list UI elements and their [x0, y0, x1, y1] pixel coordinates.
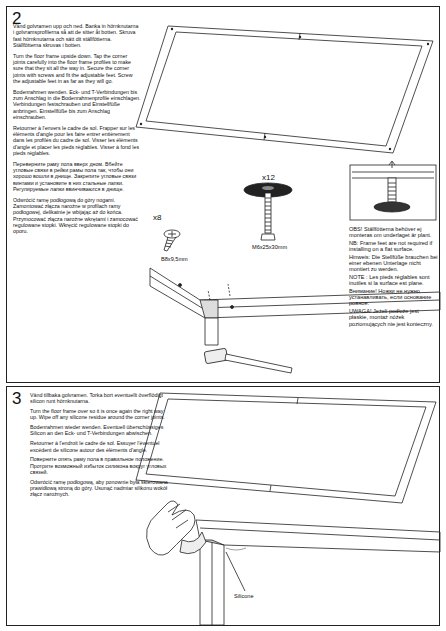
callout-label: x8 [153, 213, 161, 222]
instruction-text: Vänd tillbaka golvramen. Torka bort even… [30, 392, 168, 405]
hammer [204, 348, 292, 373]
instruction-text: Turn the floor frame over so it is once … [30, 408, 168, 421]
callout-label: B8x9,5mm [161, 256, 188, 262]
foot-detail [350, 161, 436, 220]
corner-joint-detail [150, 268, 440, 345]
adjustable-foot-icon [244, 183, 292, 240]
note-text: NOTE : Les pieds réglables sont inutiles… [349, 274, 439, 287]
step-panel: 3 Vänd tillbaka golvramen. Torka bort eve… [6, 386, 440, 626]
note-text: OBS! Ställfötterna behöver ej monteras o… [349, 226, 439, 239]
screw-icon [164, 230, 180, 251]
instruction-text: Переверните раму пола вверх дном. Вбейте… [13, 161, 141, 192]
instruction-text: Odwrócić ramę podłogową do góry nogami. … [13, 197, 141, 235]
instruction-text: Turn the floor frame upside down. Tap th… [13, 53, 141, 84]
step-number: 3 [12, 390, 21, 407]
hand-wiping [146, 501, 206, 555]
floor-frame [136, 26, 433, 153]
instruction-text: Retourner à l'envers le cadre de sol. Fr… [13, 125, 141, 156]
callout-label: x12 [262, 173, 275, 182]
instruction-text: Retourner à l'endroit le cadre de sol. E… [30, 440, 168, 453]
note-text: Hinweis: Die Stellfüße brauchen bei eine… [349, 254, 439, 273]
instruction-text: Bodenrahmen wenden. Eck- und T-Verbindun… [13, 89, 141, 120]
callout-label: M6x25x30mm [252, 244, 287, 250]
note-text: Внимание! Ножки не нужно устанавливать, … [349, 288, 439, 307]
note-text: NB: Frame feet are not required if insta… [349, 240, 439, 253]
instruction-text: Bodenrahmen wieder wenden. Eventuell übe… [30, 424, 168, 437]
floor-frame [136, 393, 436, 503]
instruction-text: Vänd golvramen upp och ned. Banka in hör… [13, 23, 141, 48]
instruction-text: Odwrócić ramę podłogową, aby ponownie by… [30, 479, 168, 498]
note-text: UWAGA! Jeżeli podłoże jest płaskie, mont… [349, 308, 439, 327]
leader-line [226, 552, 245, 591]
corner-joint-detail [196, 520, 440, 625]
instruction-text: Поверните опять раму пола в правильное п… [30, 456, 168, 475]
callout-label: Silicone [233, 593, 255, 599]
